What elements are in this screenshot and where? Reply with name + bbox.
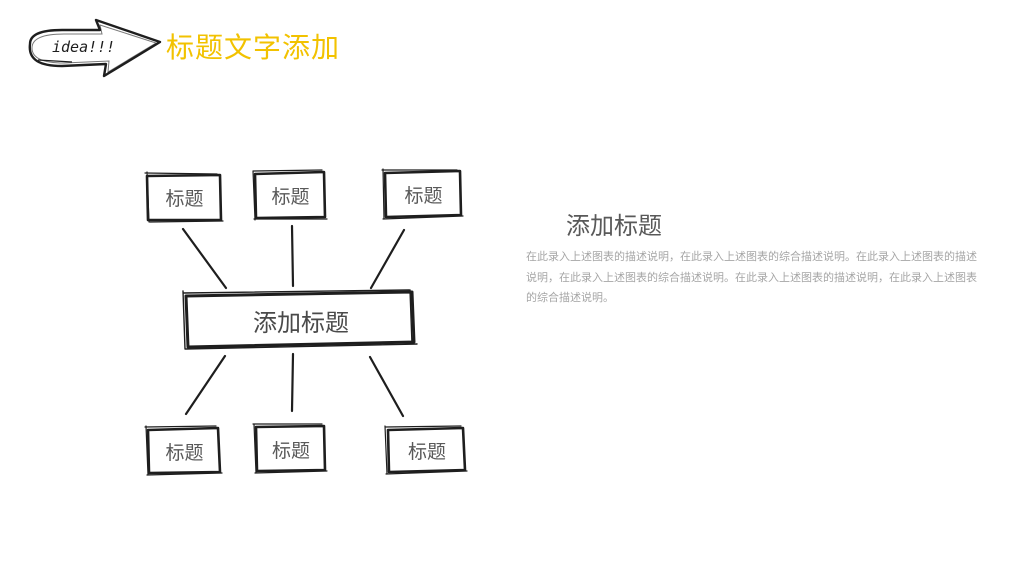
node-bottom-left: 标题	[149, 429, 220, 473]
connector-bottom-right	[368, 355, 405, 418]
node-bottom-right: 标题	[389, 429, 465, 472]
node-top-right: 标题	[386, 172, 461, 217]
center-node: 添加标题	[188, 294, 414, 346]
description-body: 在此录入上述图表的描述说明，在此录入上述图表的综合描述说明。在此录入上述图表的描…	[526, 250, 977, 304]
node-frame-top-left	[144, 171, 224, 223]
logo-text: idea!!!	[52, 38, 115, 56]
node-frame-bottom-right	[384, 425, 468, 475]
node-frame-bottom-middle	[252, 423, 328, 474]
connector-bottom-left	[184, 354, 227, 416]
node-frame-bottom-left	[144, 425, 223, 476]
node-label: 标题	[407, 441, 446, 463]
node-frame-top-middle	[252, 169, 328, 221]
node-top-middle: 标题	[256, 173, 325, 218]
center-node-label: 添加标题	[253, 308, 349, 337]
connector-top-left	[181, 227, 228, 290]
node-label: 标题	[271, 439, 310, 462]
node-label: 标题	[271, 186, 310, 208]
node-top-left: 标题	[148, 175, 221, 220]
description-title: 添加标题	[566, 212, 662, 240]
arrow-icon: idea!!!	[28, 18, 162, 78]
node-frame-top-right	[381, 168, 464, 220]
connector-top-middle	[290, 224, 295, 288]
node-label: 标题	[165, 441, 204, 464]
node-label: 标题	[404, 185, 443, 207]
center-frame	[182, 289, 418, 350]
node-label: 标题	[165, 188, 204, 210]
connector-top-right	[369, 228, 406, 290]
connector-bottom-middle	[290, 352, 295, 413]
idea-arrow-logo: idea!!!	[22, 14, 172, 84]
page-title: 标题文字添加	[166, 31, 341, 64]
node-bottom-middle: 标题	[257, 427, 325, 471]
